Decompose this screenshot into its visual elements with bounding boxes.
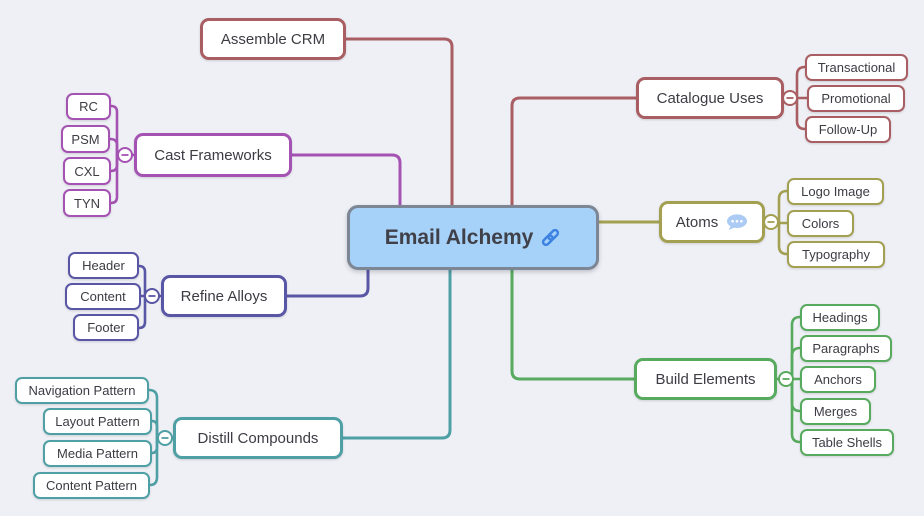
topic-atoms-label: Atoms <box>675 213 719 231</box>
central-topic-label: Email Alchemy <box>384 225 534 249</box>
topic-cast-frameworks[interactable]: Cast Frameworks <box>134 133 292 177</box>
edge-child-navigation-pattern <box>147 388 159 440</box>
collapse-button-atoms[interactable] <box>763 214 779 230</box>
subtopic-transactional[interactable]: Transactional <box>805 54 908 81</box>
comment-bubble-icon[interactable] <box>726 213 748 231</box>
subtopic-headings[interactable]: Headings <box>800 304 880 331</box>
link-icon[interactable] <box>540 227 561 248</box>
edge-child-typography <box>777 220 790 256</box>
edge-child-content-pattern <box>148 436 159 487</box>
topic-refine-alloys[interactable]: Refine Alloys <box>161 275 287 317</box>
edge-child-layout-pattern <box>150 419 159 440</box>
subtopic-rc[interactable]: RC <box>66 93 111 120</box>
topic-build-elements[interactable]: Build Elements <box>634 358 777 400</box>
edge-distill-compounds <box>341 267 452 440</box>
edge-build-elements <box>510 267 636 381</box>
subtopic-header[interactable]: Header <box>68 252 139 279</box>
central-topic-email-alchemy[interactable]: Email Alchemy <box>347 205 599 270</box>
subtopic-logo-image[interactable]: Logo Image <box>787 178 884 205</box>
subtopic-paragraphs[interactable]: Paragraphs <box>800 335 892 362</box>
edge-child-footer <box>137 294 147 330</box>
subtopic-layout-pattern[interactable]: Layout Pattern <box>43 408 152 435</box>
edge-assemble-crm <box>344 37 454 208</box>
subtopic-navigation-pattern[interactable]: Navigation Pattern <box>15 377 149 404</box>
subtopic-content-pattern[interactable]: Content Pattern <box>33 472 150 499</box>
edge-child-rc <box>109 104 119 157</box>
edge-child-transactional <box>795 65 808 100</box>
edge-child-psm <box>108 137 119 157</box>
edge-child-follow-up <box>795 96 808 131</box>
subtopic-typography[interactable]: Typography <box>787 241 885 268</box>
subtopic-follow-up[interactable]: Follow-Up <box>805 116 891 143</box>
subtopic-tyn[interactable]: TYN <box>63 189 111 217</box>
subtopic-content[interactable]: Content <box>65 283 141 310</box>
subtopic-anchors[interactable]: Anchors <box>800 366 876 393</box>
collapse-button-catalogue-uses[interactable] <box>782 90 798 106</box>
topic-catalogue-uses[interactable]: Catalogue Uses <box>636 77 784 119</box>
subtopic-psm[interactable]: PSM <box>61 125 110 153</box>
collapse-button-cast-frameworks[interactable] <box>117 147 133 163</box>
subtopic-cxl[interactable]: CXL <box>63 157 111 185</box>
edge-refine-alloys <box>285 267 370 298</box>
subtopic-colors[interactable]: Colors <box>787 210 854 237</box>
subtopic-merges[interactable]: Merges <box>800 398 871 425</box>
topic-atoms[interactable]: Atoms <box>659 201 765 243</box>
edge-catalogue-uses <box>510 96 638 208</box>
edge-child-header <box>137 264 147 298</box>
topic-distill-compounds[interactable]: Distill Compounds <box>173 417 343 459</box>
subtopic-media-pattern[interactable]: Media Pattern <box>43 440 152 467</box>
edge-child-tyn <box>109 153 119 205</box>
edge-child-table-shells <box>790 377 803 444</box>
subtopic-footer[interactable]: Footer <box>73 314 139 341</box>
subtopic-table-shells[interactable]: Table Shells <box>800 429 894 456</box>
collapse-button-distill-compounds[interactable] <box>157 430 173 446</box>
edge-cast-frameworks <box>290 153 402 208</box>
collapse-button-refine-alloys[interactable] <box>144 288 160 304</box>
topic-assemble-crm[interactable]: Assemble CRM <box>200 18 346 60</box>
edge-child-headings <box>790 315 803 381</box>
edge-child-logo-image <box>777 189 790 224</box>
edge-child-paragraphs <box>790 346 803 381</box>
collapse-button-build-elements[interactable] <box>778 371 794 387</box>
subtopic-promotional[interactable]: Promotional <box>807 85 905 112</box>
